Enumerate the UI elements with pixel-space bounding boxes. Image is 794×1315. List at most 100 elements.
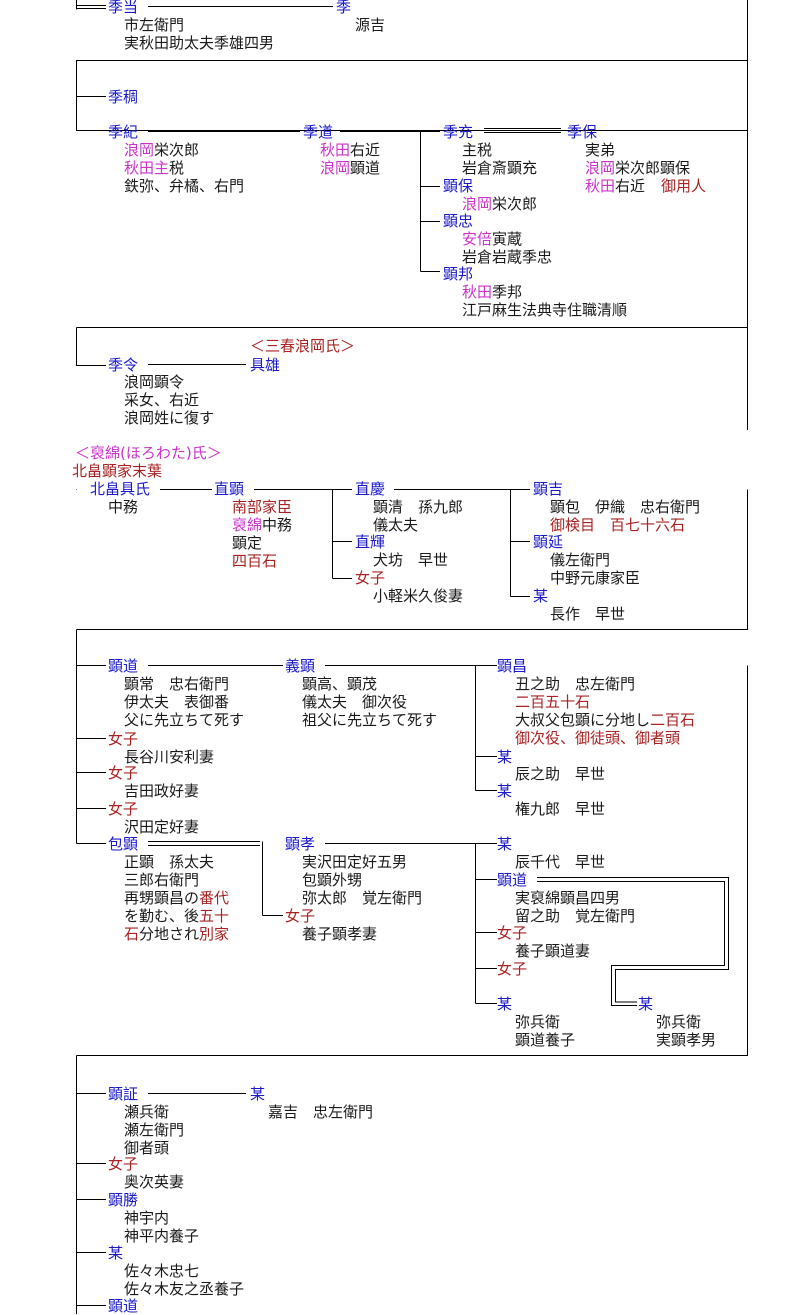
member-detail: 采女、右近 — [124, 391, 200, 409]
clan-name: 裒綿 — [232, 516, 263, 534]
detail-text: 顕道 — [350, 159, 381, 177]
member-name-akitada: 顕忠 — [443, 212, 474, 230]
member-detail: 養子顕道妻 — [515, 942, 591, 960]
member-name-bou: 某 — [533, 587, 549, 605]
connector — [76, 0, 748, 131]
member-detail: 御者頭 — [124, 1139, 170, 1157]
member-name-bou: 某 — [250, 1085, 266, 1103]
stipend-note: 二百石 — [650, 711, 696, 729]
member-detail: 嘉吉 忠左衛門 — [268, 1103, 374, 1121]
member-detail: 丑之助 忠左衛門 — [515, 675, 636, 693]
stipend-note: 石 — [124, 925, 140, 943]
member-name-akikuni: 顕邦 — [443, 265, 474, 283]
member-detail: 佐々木忠七 — [124, 1262, 200, 1280]
member-detail: 伊太夫 表御番 — [124, 693, 230, 711]
clan-name: 浪岡 — [320, 159, 351, 177]
member-detail: 市左衛門 — [124, 16, 185, 34]
member-name-akikatsu: 顕勝 — [108, 1191, 139, 1209]
member-detail: 実秋田助太夫季雄四男 — [124, 34, 275, 52]
member-detail: 正顕 孫太夫 — [124, 853, 215, 871]
member-detail: 顕包 伊織 忠右衛門 — [550, 498, 701, 516]
member-name-sue: 季 — [336, 0, 352, 16]
member-detail: 権九郎 早世 — [515, 800, 606, 818]
member-detail: 秋田主税 — [124, 159, 184, 177]
member-detail: 辰千代 早世 — [515, 853, 606, 871]
member-name-daughter: 女子 — [497, 924, 528, 942]
member-name-suemitsu: 季充 — [443, 123, 474, 141]
member-detail: 浪岡栄次郎 — [124, 141, 199, 159]
member-detail: 顕清 孫九郎 — [373, 498, 464, 516]
member-detail: 実裒綿顕昌四男 — [515, 889, 621, 907]
member-detail: 秋田季邦 — [462, 283, 522, 301]
member-detail: 奥次英妻 — [124, 1173, 185, 1191]
member-name-bou: 某 — [108, 1244, 124, 1262]
member-name-sueyasu: 季保 — [567, 123, 598, 141]
member-detail: 佐々木友之丞養子 — [124, 1280, 245, 1298]
clan-name: 浪岡 — [124, 141, 155, 159]
member-detail: 大叔父包顕に分地し二百石 — [515, 711, 695, 729]
member-detail: 吉田政好妻 — [124, 782, 200, 800]
member-detail: 裒綿中務 — [232, 516, 292, 534]
office-note: 別家 — [199, 925, 230, 943]
member-name-yoshiaki: 義顕 — [285, 657, 316, 675]
member-name-akimichi2: 顕道 — [497, 871, 528, 889]
member-detail: 中務 — [108, 498, 139, 516]
member-detail: 沢田定好妻 — [124, 818, 200, 836]
connector — [76, 130, 748, 430]
member-detail: 源吉 — [355, 16, 386, 34]
member-name-akimasa: 顕昌 — [497, 657, 528, 675]
member-detail: 長作 早世 — [550, 605, 626, 623]
section-header-miharu: ＜三春浪岡氏＞ — [250, 337, 356, 355]
member-detail: 岩倉斎顕充 — [462, 159, 538, 177]
member-name-suenori: 季令 — [108, 356, 139, 374]
member-name-akiyoshi: 顕吉 — [533, 480, 564, 498]
member-name-kaneaki: 包顕 — [108, 835, 139, 853]
member-detail: 中野元康家臣 — [550, 569, 641, 587]
office-note: 御用人 — [661, 177, 707, 195]
member-detail: 浪岡姓に復す — [124, 409, 215, 427]
member-name-daughter: 女子 — [285, 907, 316, 925]
detail-text: 税 — [169, 159, 185, 177]
stipend-note: 二百五十石 — [515, 693, 591, 711]
detail-text: 中務 — [262, 516, 293, 534]
member-detail: 顕定 — [232, 534, 263, 552]
clan-name: 秋田 — [462, 283, 493, 301]
member-detail: 神宇内 — [124, 1209, 170, 1227]
detail-text: 右近 — [350, 141, 381, 159]
member-detail: 長谷川安利妻 — [124, 748, 215, 766]
member-detail: 江戸麻生法典寺住職清順 — [462, 301, 628, 319]
member-detail: 秋田右近 — [320, 141, 380, 159]
member-detail: 鉄弥、弁橘、右門 — [124, 177, 245, 195]
member-detail: を勤む、後五十 — [124, 907, 229, 925]
member-detail: 安倍寅蔵 — [462, 230, 522, 248]
member-name-akinobu: 顕延 — [533, 533, 564, 551]
stipend-note: 御検目 百七十六石 — [550, 516, 686, 534]
detail-text: 寅蔵 — [492, 230, 523, 248]
member-detail: 実弟 — [585, 141, 616, 159]
member-name-daughter: 女子 — [108, 1155, 139, 1173]
lineage-note: 北畠顕家末葉 — [72, 462, 163, 480]
detail-text: 分地され — [139, 925, 200, 943]
member-detail: 浪岡栄次郎 — [462, 195, 537, 213]
connector — [148, 841, 497, 1004]
member-name-suemichi: 季道 — [303, 123, 334, 141]
member-name-akimichi3: 顕道 — [108, 1297, 139, 1315]
member-detail: 儀太夫 — [373, 516, 419, 534]
member-detail: 顕常 忠右衛門 — [124, 675, 230, 693]
member-name-bou: 某 — [497, 995, 513, 1013]
clan-name: 秋田 — [585, 177, 616, 195]
member-detail: 浪岡顕令 — [124, 373, 185, 391]
member-detail: 神平内養子 — [124, 1227, 200, 1245]
office-note: 南部家臣 — [232, 498, 293, 516]
member-name-akimichi: 顕道 — [108, 657, 139, 675]
member-detail: 儀左衛門 — [550, 551, 611, 569]
member-name-tomoo: 具雄 — [250, 356, 281, 374]
member-name-bou: 某 — [497, 748, 513, 766]
member-detail: 再甥顕昌の番代 — [124, 889, 229, 907]
member-detail: 主税 — [462, 141, 493, 159]
detail-text: を勤む、後 — [124, 907, 200, 925]
clan-name: 浪岡 — [585, 159, 616, 177]
section-header-horowata: ＜裒綿(ほろわた)氏＞ — [75, 444, 222, 462]
member-detail: 石分地され別家 — [124, 925, 229, 943]
